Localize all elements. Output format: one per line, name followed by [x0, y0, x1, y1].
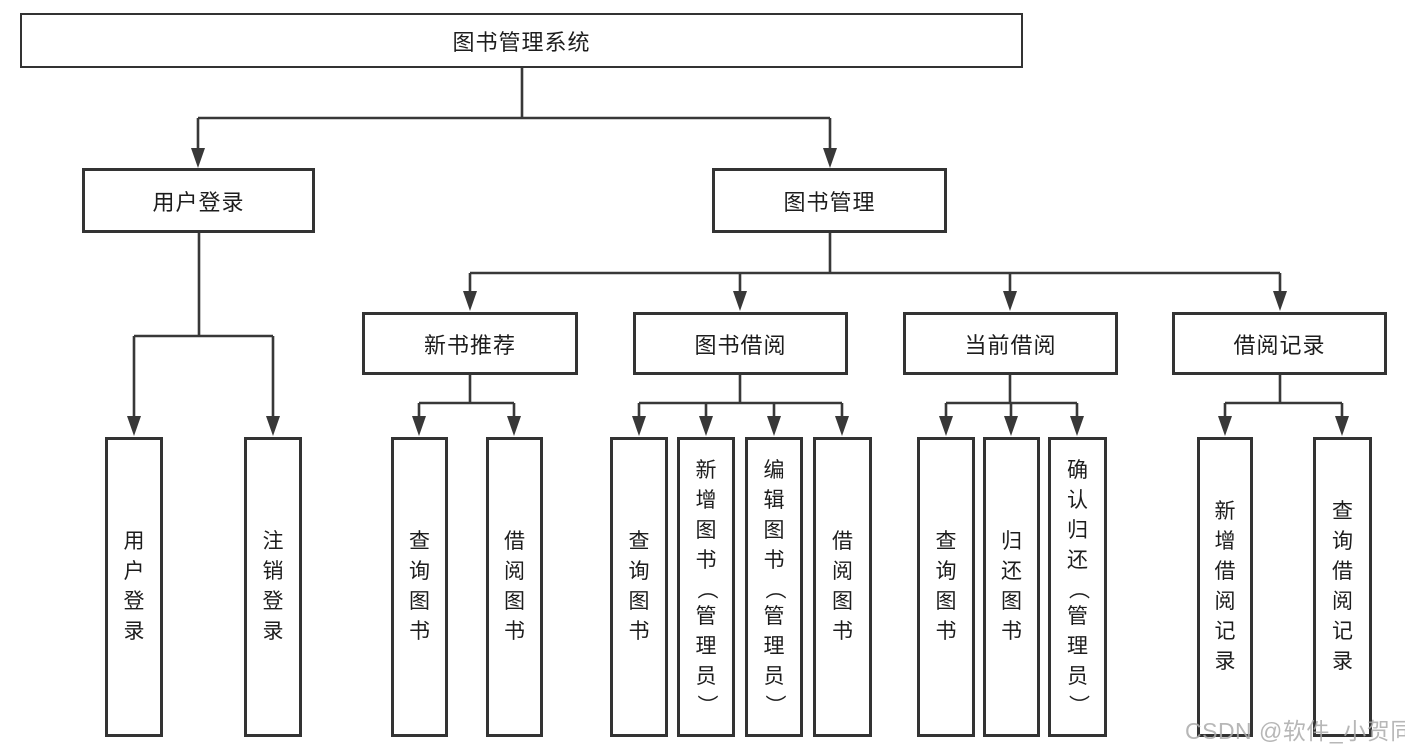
node-borrow-records: 借阅记录	[1172, 312, 1387, 375]
leaf-query-borrow-record: 查询借阅记录	[1313, 437, 1372, 737]
leaf-borrow-books-recommend: 借阅图书	[486, 437, 543, 737]
leaf-add-book-admin: 新增图书（管理员）	[677, 437, 735, 737]
leaf-borrow-books: 借阅图书	[813, 437, 872, 737]
leaf-add-borrow-record: 新增借阅记录	[1197, 437, 1253, 737]
node-book-borrow: 图书借阅	[633, 312, 848, 375]
node-label: 图书管理系统	[452, 29, 591, 55]
leaf-logout: 注销登录	[244, 437, 302, 737]
leaf-confirm-return-admin: 确认归还（管理员）	[1048, 437, 1107, 737]
node-label: 新书推荐	[423, 332, 516, 358]
node-label: 图书管理	[783, 189, 876, 215]
node-new-book-recommend: 新书推荐	[362, 312, 578, 375]
csdn-watermark: CSDN @软件_小贺同学	[1185, 718, 1405, 744]
leaf-query-books-borrow: 查询图书	[610, 437, 668, 737]
node-label: 用户登录	[152, 189, 245, 215]
leaf-query-books-current: 查询图书	[917, 437, 975, 737]
node-label: 图书借阅	[694, 332, 787, 358]
node-root: 图书管理系统	[20, 13, 1023, 68]
node-label: 借阅记录	[1233, 332, 1326, 358]
node-book-management: 图书管理	[712, 168, 947, 233]
leaf-return-book: 归还图书	[983, 437, 1040, 737]
node-user-login: 用户登录	[82, 168, 315, 233]
leaf-user-login: 用户登录	[105, 437, 163, 737]
arrowheads	[127, 148, 1349, 436]
leaf-edit-book-admin: 编辑图书（管理员）	[745, 437, 803, 737]
leaf-query-books-recommend: 查询图书	[391, 437, 448, 737]
node-label: 当前借阅	[964, 332, 1057, 358]
node-current-borrow: 当前借阅	[903, 312, 1118, 375]
